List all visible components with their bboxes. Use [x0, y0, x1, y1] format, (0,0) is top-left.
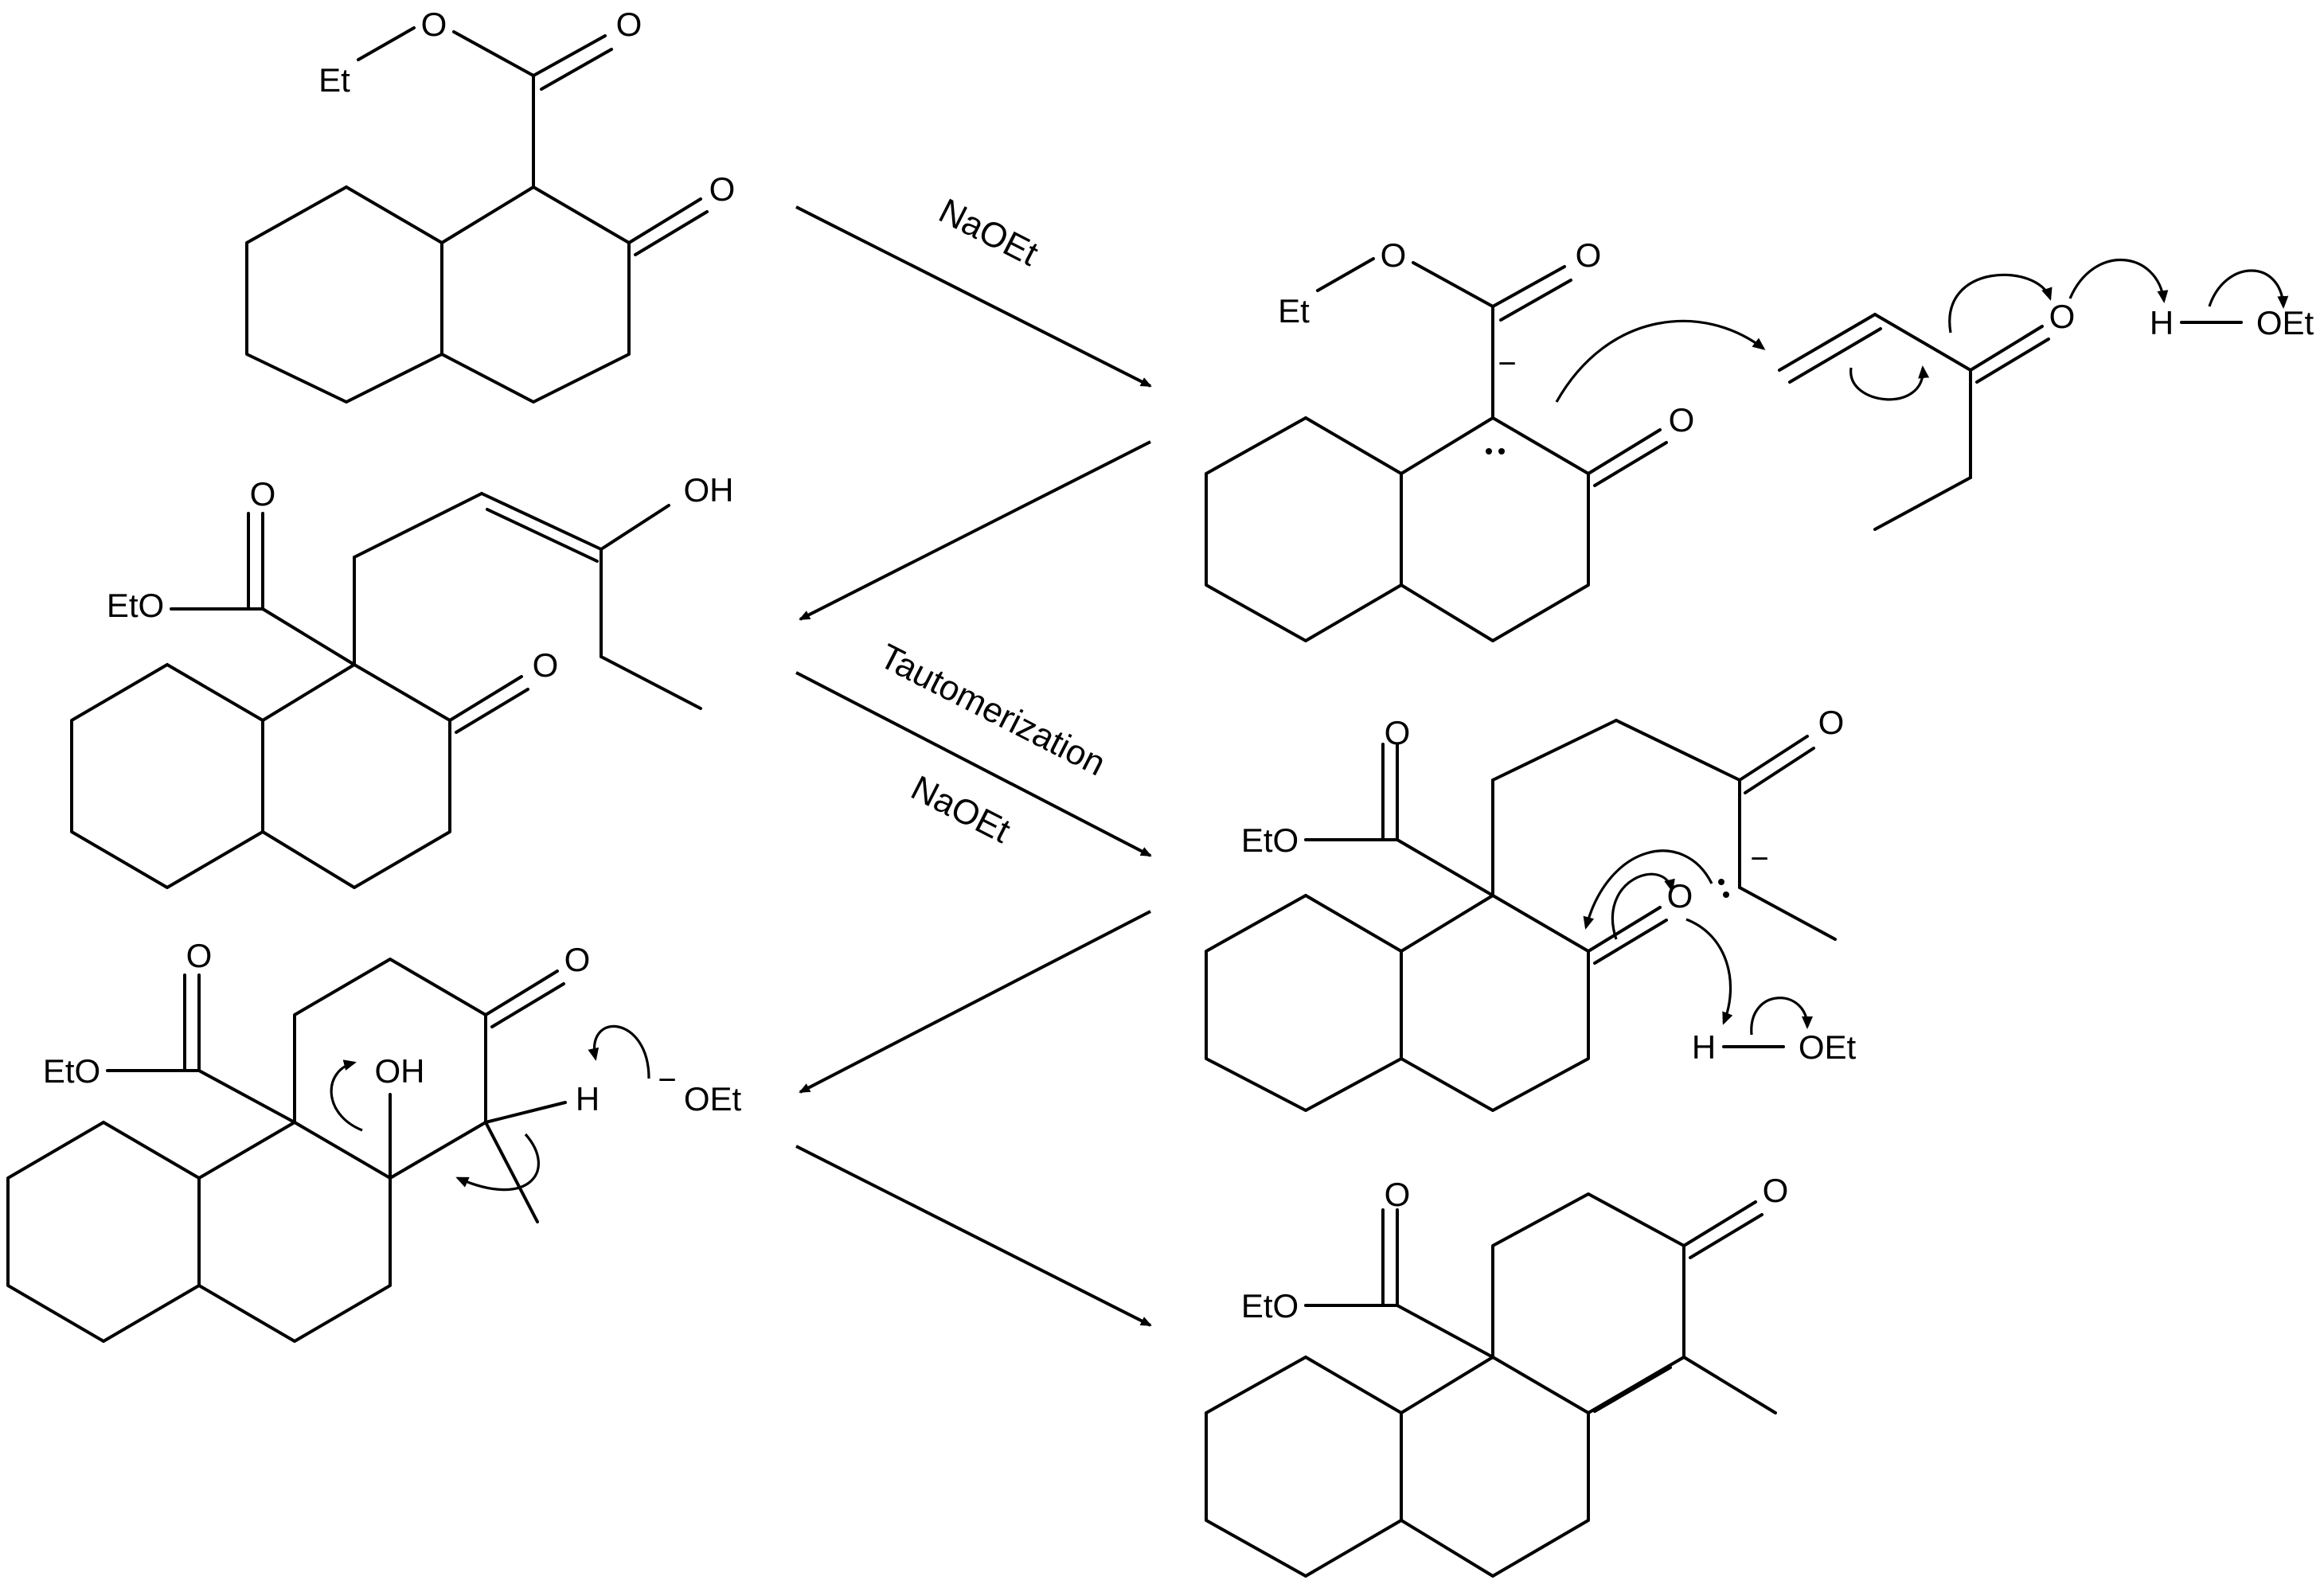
- atom-label-o: O: [186, 937, 213, 974]
- curly-arrow: [2068, 258, 2169, 303]
- atom-label-o: O: [421, 6, 447, 43]
- atom-label-oh: OH: [375, 1052, 425, 1090]
- curly-arrow: [1555, 319, 1766, 403]
- atom-label-o: O: [616, 6, 643, 43]
- atom-label-o: O: [709, 170, 736, 208]
- curly-arrow: [1685, 918, 1733, 1025]
- atom-label-o: O: [1667, 877, 1693, 915]
- atom-label-o: O: [564, 941, 591, 978]
- atom-label-o: O: [250, 475, 276, 513]
- atom-label-h: H: [1692, 1028, 1716, 1066]
- condition-label-step3-line1: Tautomerization: [873, 637, 1111, 784]
- atom-label-et: Et: [1278, 292, 1310, 330]
- atom-label-o: O: [1385, 1176, 1411, 1213]
- reaction-arrow-step2: [799, 440, 1151, 621]
- atom-label-oet: OEt: [2256, 304, 2314, 341]
- atom-label-eto: EtO: [1241, 1287, 1299, 1325]
- curly-arrow: [1611, 872, 1675, 940]
- atom-label-oet: OEt: [684, 1080, 742, 1118]
- reaction-arrow-step1: [795, 205, 1152, 388]
- molecule-enolate-intramolecular-aldol: O EtO O O − H OEt: [1205, 704, 1857, 1112]
- lone-pair-dot: [1718, 879, 1724, 885]
- atom-label-o: O: [1763, 1172, 1789, 1209]
- molecule-starting-ketoester: O O Et O: [245, 6, 736, 404]
- lone-pair-dot: [1498, 448, 1505, 455]
- lone-pair-dot: [1486, 448, 1492, 455]
- condition-label-step3-line2: NaOEt: [905, 768, 1017, 851]
- atom-label-eto: EtO: [43, 1052, 100, 1090]
- molecule-aldol-intermediate: O EtO O OH H OEt −: [6, 937, 742, 1343]
- atom-label-o: O: [1381, 236, 1407, 274]
- curly-arrow: [1948, 273, 2053, 334]
- molecule-enolate-and-vinyl-ketone: O O Et O − O H OEt: [1205, 236, 2314, 642]
- atom-label-h: H: [2150, 304, 2174, 341]
- curly-arrow: [1750, 997, 1813, 1036]
- atom-label-o: O: [1669, 401, 1695, 439]
- atom-label-o: O: [2049, 298, 2076, 335]
- atom-label-h: H: [576, 1080, 600, 1118]
- atom-label-et: Et: [318, 61, 350, 99]
- atom-label-o: O: [1385, 714, 1411, 751]
- curly-arrow: [2208, 269, 2289, 309]
- negative-charge: −: [658, 1063, 676, 1098]
- atom-label-eto: EtO: [1241, 821, 1299, 859]
- negative-charge: −: [1750, 841, 1768, 876]
- molecule-enone-product: O EtO O: [1205, 1172, 1789, 1578]
- reaction-arrow-step4: [799, 910, 1151, 1094]
- curly-arrow: [330, 1059, 363, 1132]
- atom-label-oet: OEt: [1799, 1028, 1857, 1066]
- reaction-arrow-step3: [795, 671, 1152, 857]
- negative-charge: −: [1498, 346, 1516, 381]
- molecule-michael-adduct-enol: O EtO OH O: [70, 471, 734, 889]
- curly-arrow: [1583, 849, 1713, 930]
- atom-label-oh: OH: [684, 471, 734, 509]
- atom-label-eto: EtO: [107, 587, 164, 624]
- curly-arrow: [588, 1024, 650, 1079]
- condition-label-step1: NaOEt: [933, 191, 1045, 274]
- lone-pair-dot: [1723, 891, 1729, 898]
- atom-label-o: O: [533, 646, 559, 684]
- curly-arrow: [1849, 365, 1930, 401]
- curly-arrow: [455, 1133, 540, 1192]
- atom-label-o: O: [1818, 704, 1845, 741]
- atom-label-o: O: [1576, 236, 1602, 274]
- reaction-arrow-step5: [795, 1145, 1152, 1327]
